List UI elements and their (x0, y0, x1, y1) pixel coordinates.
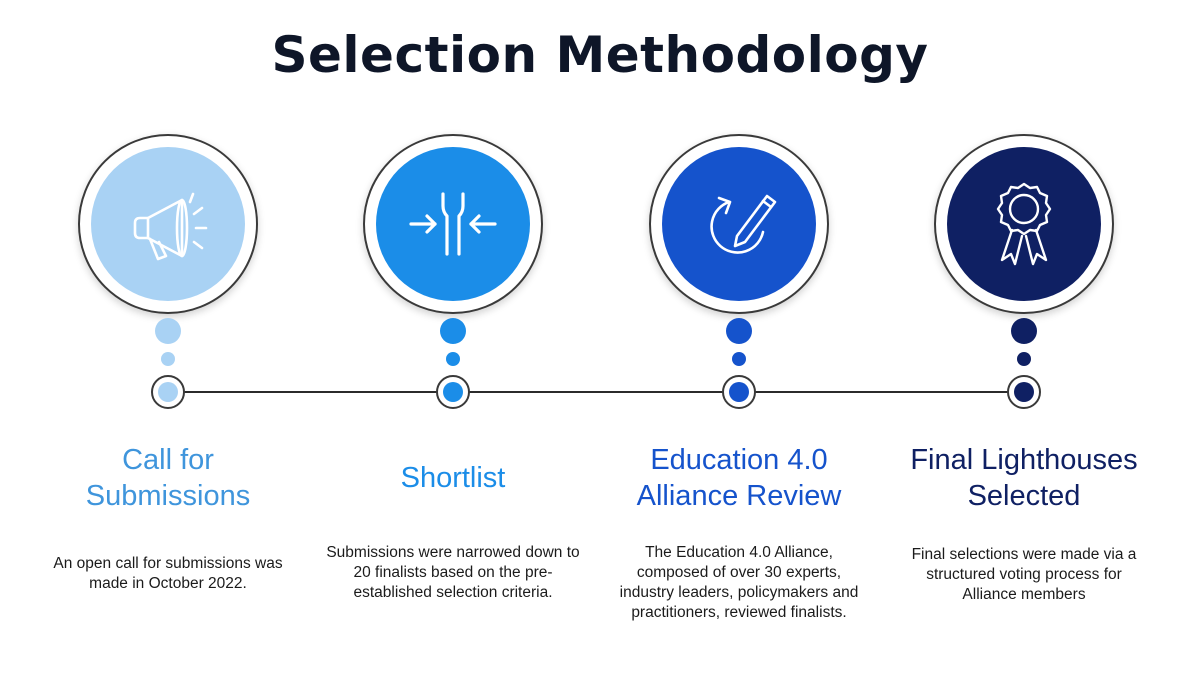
converging-arrows-icon (409, 192, 497, 256)
step-circle (649, 134, 829, 314)
page-title: Selection Methodology (271, 26, 929, 84)
timeline-line (168, 391, 1026, 393)
review-pencil-icon (710, 194, 777, 254)
connector-dot-small (161, 352, 175, 366)
step-description: Final selections were made via a structu… (911, 546, 1137, 603)
step-heading-line: Alliance Review (636, 480, 842, 512)
connector-dot-large (440, 318, 466, 344)
step-icon-background (662, 147, 816, 301)
timeline-node-core (729, 382, 749, 402)
step-description: Submissions were narrowed down to 20 fin… (326, 544, 580, 601)
step-heading-line: Submissions (85, 480, 251, 512)
step-circle (363, 134, 543, 314)
connector-dot-large (726, 318, 752, 344)
step-heading-line: Call for (122, 444, 214, 476)
step-heading-line: Education 4.0 (650, 444, 828, 476)
step-heading: Shortlist (323, 460, 583, 496)
step-heading: Call for Submissions (38, 442, 298, 514)
step-shortlist: Shortlist Submissions were narrowed down… (323, 0, 583, 683)
step-icon-background (376, 147, 530, 301)
connector-dot-large (1011, 318, 1037, 344)
step-icon-background (91, 147, 245, 301)
timeline-node (1007, 375, 1041, 409)
step-description: The Education 4.0 Alliance, composed of … (619, 544, 859, 621)
step-call-for-submissions: Call for Submissions An open call for su… (38, 0, 298, 683)
step-icon-background (947, 147, 1101, 301)
step-description: An open call for submissions was made in… (53, 555, 283, 592)
connector-dot-small (1017, 352, 1031, 366)
step-heading-line: Selected (967, 480, 1081, 512)
step-heading-line: Shortlist (400, 462, 506, 494)
timeline-node-core (443, 382, 463, 402)
connector-dot-large (155, 318, 181, 344)
award-ribbon-icon (996, 182, 1052, 266)
step-circle (78, 134, 258, 314)
timeline-node-core (1014, 382, 1034, 402)
connector-dot-small (732, 352, 746, 366)
timeline-node (722, 375, 756, 409)
step-heading-line: Final Lighthouses (910, 444, 1138, 476)
step-heading: Education 4.0 Alliance Review (609, 442, 869, 514)
timeline-node (436, 375, 470, 409)
step-final-selection: Final Lighthouses Selected Final selecti… (894, 0, 1154, 683)
timeline-node-core (158, 382, 178, 402)
step-circle (934, 134, 1114, 314)
step-heading: Final Lighthouses Selected (894, 442, 1154, 514)
timeline-node (151, 375, 185, 409)
step-alliance-review: Education 4.0 Alliance Review The Educat… (609, 0, 869, 683)
connector-dot-small (446, 352, 460, 366)
megaphone-icon (133, 192, 208, 261)
